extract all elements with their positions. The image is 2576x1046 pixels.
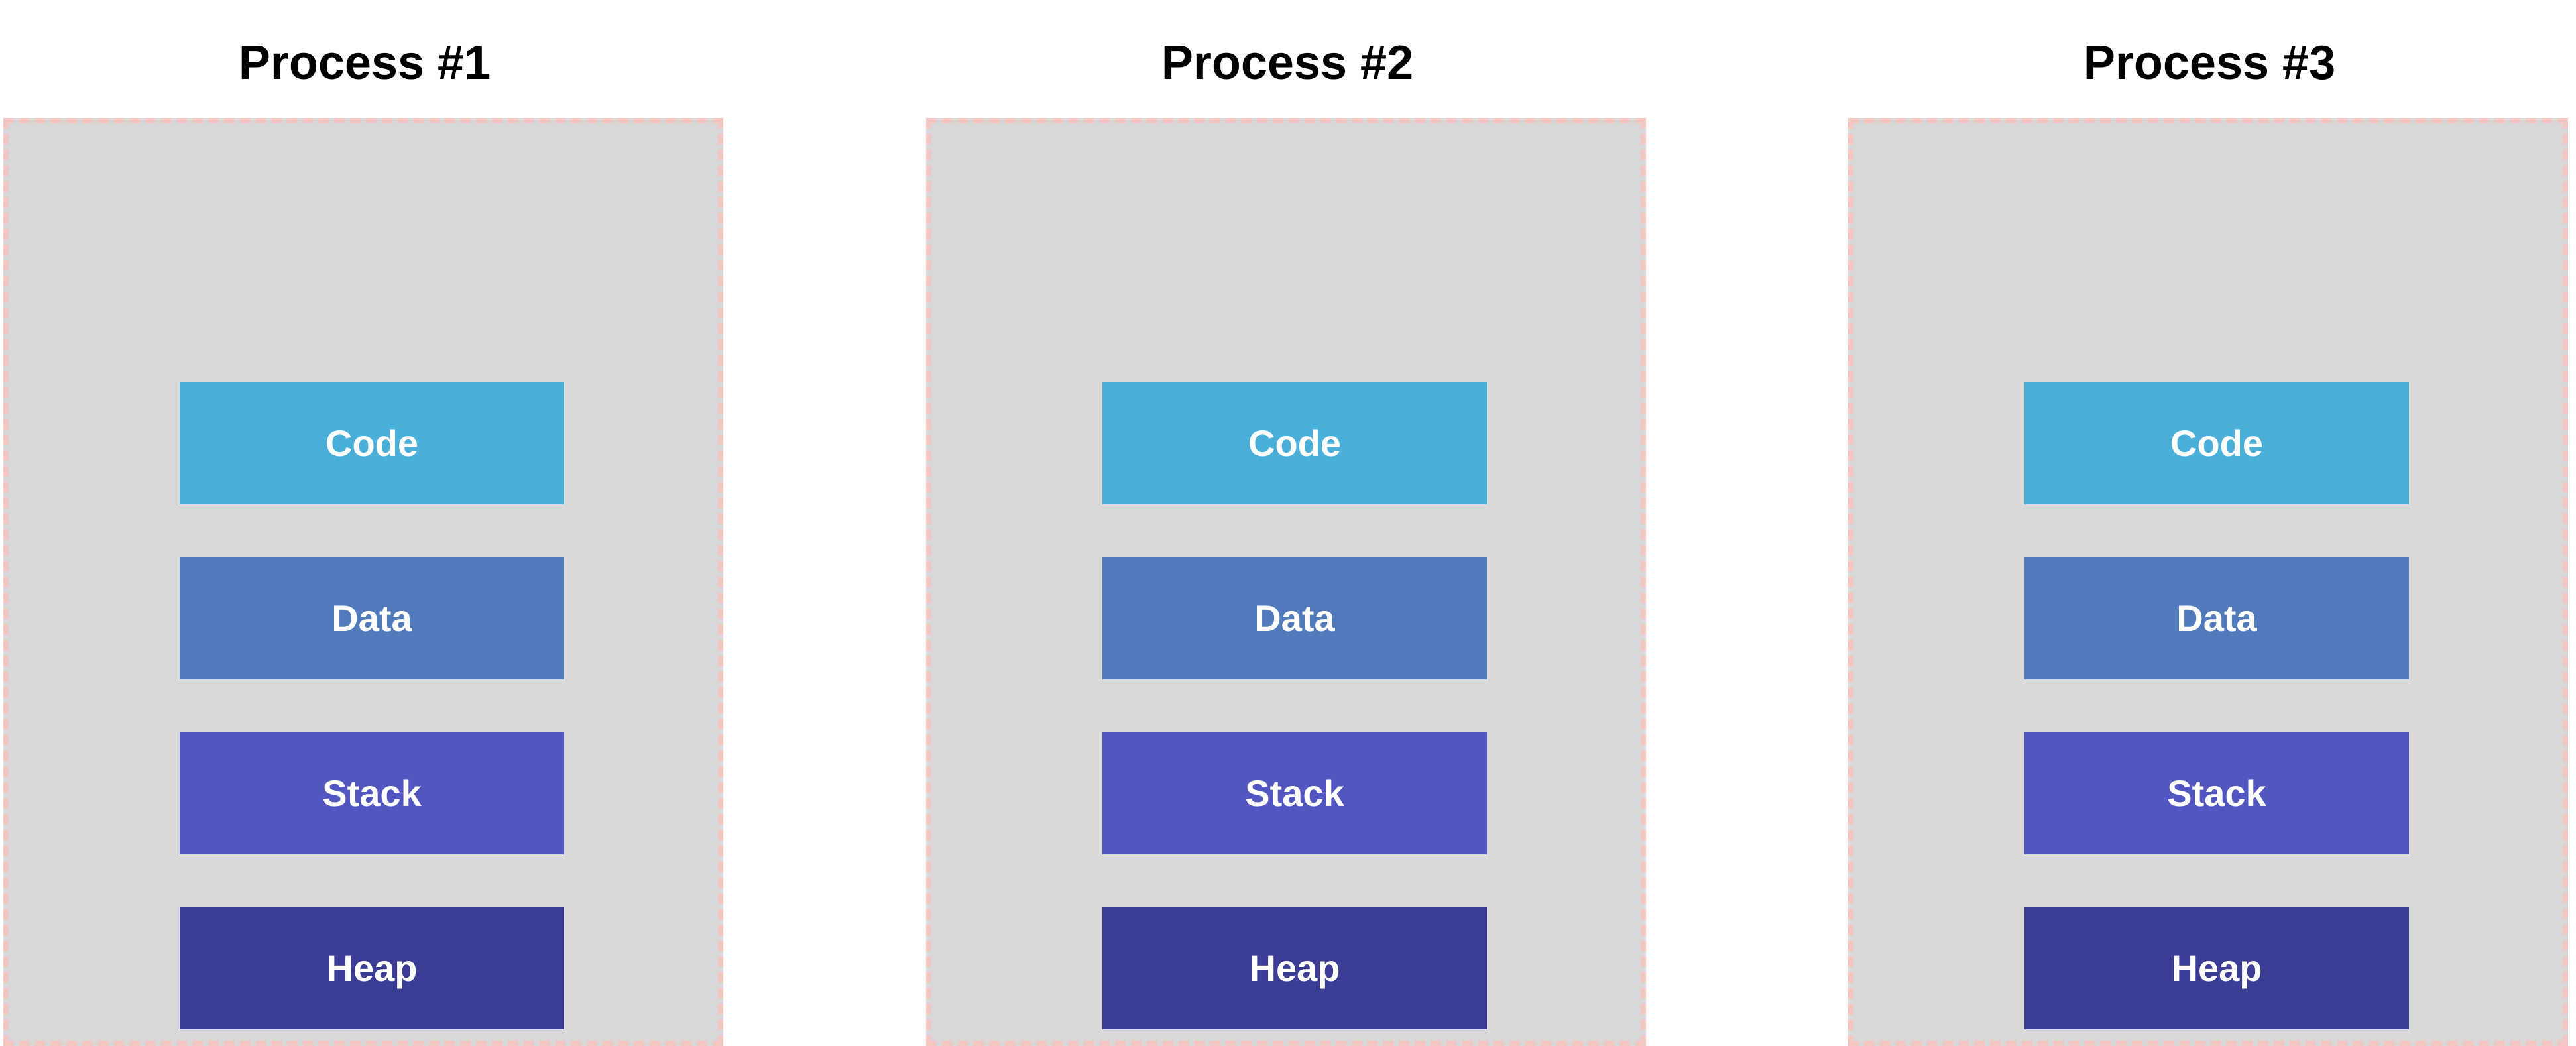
stack-segment: Stack — [180, 732, 564, 854]
process-title: Process #3 — [2083, 36, 2336, 89]
data-segment: Data — [1102, 557, 1487, 679]
code-segment: Code — [1102, 382, 1487, 504]
process-title: Process #2 — [1161, 36, 1414, 89]
process-3: Process #3 Code Data Stack Heap — [1845, 0, 2574, 1046]
code-segment: Code — [180, 382, 564, 504]
process-memory-box: Code Data Stack Heap — [1848, 118, 2568, 1046]
process-memory-box: Code Data Stack Heap — [3, 118, 723, 1046]
process-memory-box: Code Data Stack Heap — [926, 118, 1646, 1046]
data-segment: Data — [2024, 557, 2409, 679]
heap-segment: Heap — [2024, 907, 2409, 1029]
process-title: Process #1 — [238, 36, 491, 89]
code-segment: Code — [2024, 382, 2409, 504]
data-segment: Data — [180, 557, 564, 679]
process-1: Process #1 Code Data Stack Heap — [0, 0, 729, 1046]
heap-segment: Heap — [1102, 907, 1487, 1029]
heap-segment: Heap — [180, 907, 564, 1029]
stack-segment: Stack — [1102, 732, 1487, 854]
stack-segment: Stack — [2024, 732, 2409, 854]
process-2: Process #2 Code Data Stack Heap — [923, 0, 1652, 1046]
